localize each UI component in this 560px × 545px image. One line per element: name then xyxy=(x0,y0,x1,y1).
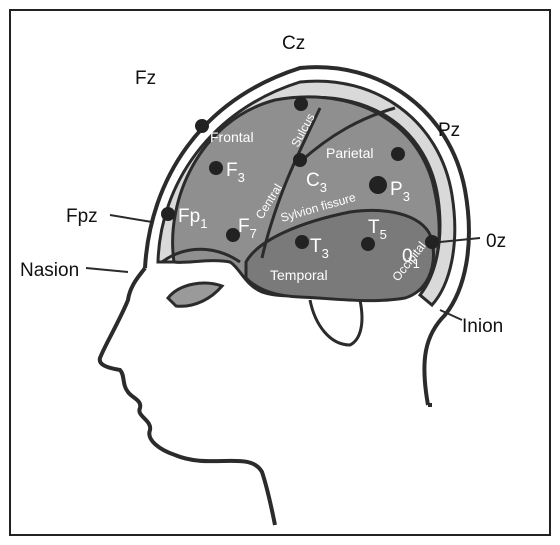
eye xyxy=(168,283,222,306)
label-pz: Pz xyxy=(438,120,460,141)
label-oz: 0z xyxy=(486,231,506,252)
label-fz: Fz xyxy=(135,68,156,89)
electrode-dot-t5 xyxy=(361,237,375,251)
electrode-dot-cz xyxy=(294,97,308,111)
label-cz: Cz xyxy=(282,33,305,54)
label-nasion: Nasion xyxy=(20,260,79,281)
electrode-dot-fp1 xyxy=(161,207,175,221)
electrode-dot-fz xyxy=(195,119,209,133)
region-label-frontal: Frontal xyxy=(210,129,254,145)
region-label-temporal: Temporal xyxy=(270,267,328,283)
electrode-dot-f3 xyxy=(209,161,223,175)
label-inion: Inion xyxy=(462,316,503,337)
nasion-pointer xyxy=(86,268,128,272)
region-label-parietal: Parietal xyxy=(326,145,373,161)
ear xyxy=(310,300,362,345)
electrode-dot-p3 xyxy=(369,176,387,194)
electrode-dot-c3 xyxy=(293,153,307,167)
fpz-pointer xyxy=(110,215,152,222)
electrode-dot-pz xyxy=(391,147,405,161)
label-fpz: Fpz xyxy=(66,206,98,227)
electrode-dot-t3 xyxy=(295,235,309,249)
